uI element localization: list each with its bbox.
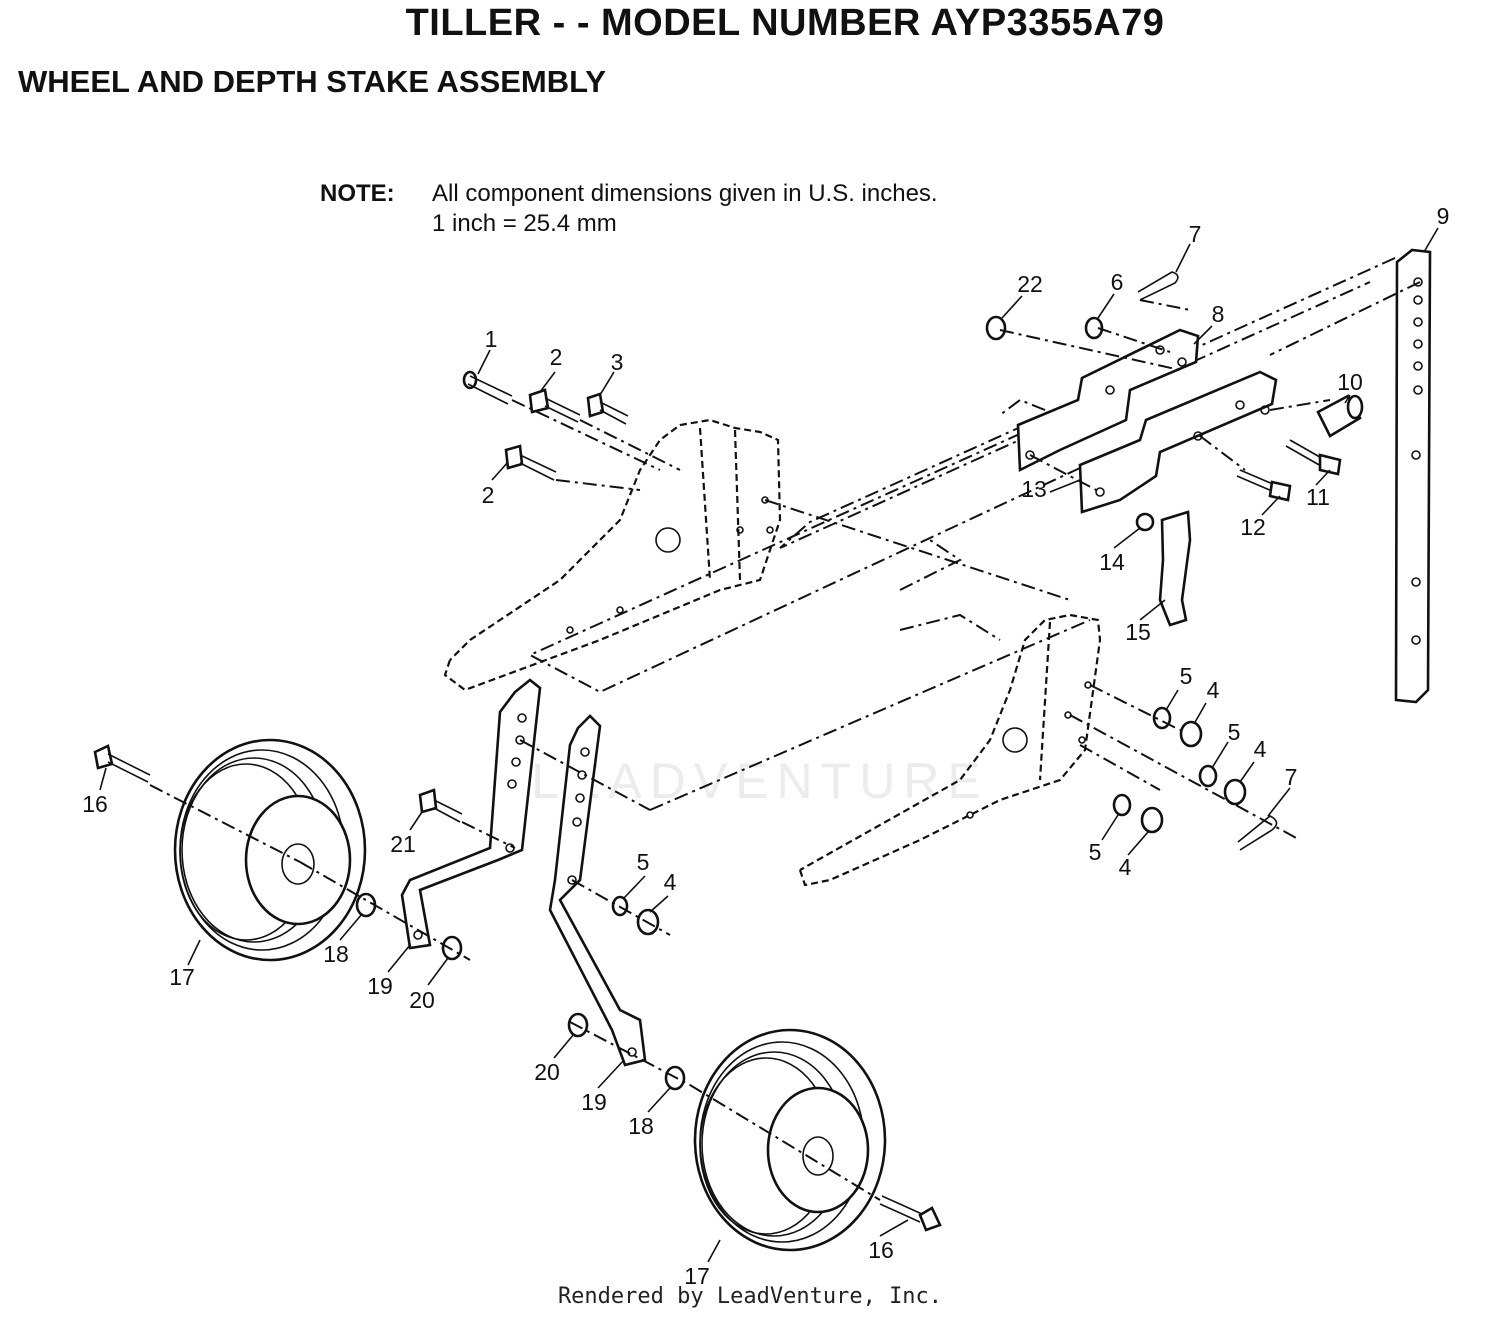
stake-foot [1135,510,1192,627]
callout-5: 5 [637,849,650,875]
callout-7: 7 [1285,764,1298,790]
callout-13: 13 [1021,476,1047,502]
callout-4: 4 [664,869,677,895]
callout-18: 18 [323,941,349,967]
depth-stake-bracket-lower [1078,370,1278,514]
callout-4: 4 [1119,854,1132,880]
hardware-right [1112,706,1278,851]
callout-12: 12 [1240,514,1266,540]
bolt-11 [1285,439,1342,476]
callout-7: 7 [1189,221,1202,247]
callout-10: 10 [1337,369,1363,395]
callout-20: 20 [409,987,435,1013]
callout-18: 18 [628,1113,654,1139]
note-label: NOTE: [320,180,395,207]
callout-3: 3 [611,349,624,375]
hairpin-7-upper [1137,271,1179,301]
note-line-2: 1 inch = 25.4 mm [432,210,617,237]
callout-5: 5 [1228,719,1241,745]
depth-stake-bracket-upper [1016,328,1200,473]
callout-4: 4 [1254,736,1267,762]
callout-19: 19 [367,973,393,999]
note-line-1: All component dimensions given in U.S. i… [432,180,938,207]
callout-8: 8 [1212,301,1225,327]
callout-2: 2 [482,482,495,508]
callout-16: 16 [82,791,108,817]
watermark-text: LEADVENTURE [531,753,989,809]
callout-11: 11 [1306,484,1330,510]
callout-2: 2 [550,344,563,370]
callout-5: 5 [1180,663,1193,689]
callout-1: 1 [485,326,498,352]
wheel-bracket-left [400,678,542,950]
nut-14 [1135,512,1155,532]
callout-14: 14 [1099,549,1125,575]
callout-17: 17 [684,1263,710,1289]
right-shield-bracket [798,613,1102,887]
hairpin-7-lower [1237,815,1278,851]
page-title: TILLER - - MODEL NUMBER AYP3355A79 [405,2,1165,44]
callout-22: 22 [1017,271,1043,297]
callout-20: 20 [534,1059,560,1085]
callout-4: 4 [1207,677,1220,703]
callout-6: 6 [1111,269,1124,295]
callout-15: 15 [1125,619,1151,645]
wheel-left [173,738,367,962]
callout-5: 5 [1089,839,1102,865]
washer-6 [1084,316,1104,340]
callout-17: 17 [169,964,195,990]
wheel-hardware [93,744,942,1232]
assembly-lines [149,281,1421,1201]
bracket-hole [655,527,681,553]
callout-9: 9 [1437,203,1450,229]
left-shield-bracket [443,418,782,692]
hardware-top [462,271,1179,481]
bolt-12 [1236,469,1292,502]
callout-16: 16 [868,1237,894,1263]
callout-21: 21 [390,831,416,857]
wheel-right [693,1028,887,1252]
depth-stake [1394,248,1432,704]
hitch-pin [1316,394,1364,438]
footer-credit: Rendered by LeadVenture, Inc. [557,1284,943,1309]
leader-lines [99,227,1439,1263]
callout-19: 19 [581,1089,607,1115]
assembly-subtitle: WHEEL AND DEPTH STAKE ASSEMBLY [18,64,606,99]
callout-labels: 1 2 2 3 22 6 7 8 9 10 11 12 13 14 15 5 4… [82,203,1449,1289]
nut-22 [985,315,1007,341]
